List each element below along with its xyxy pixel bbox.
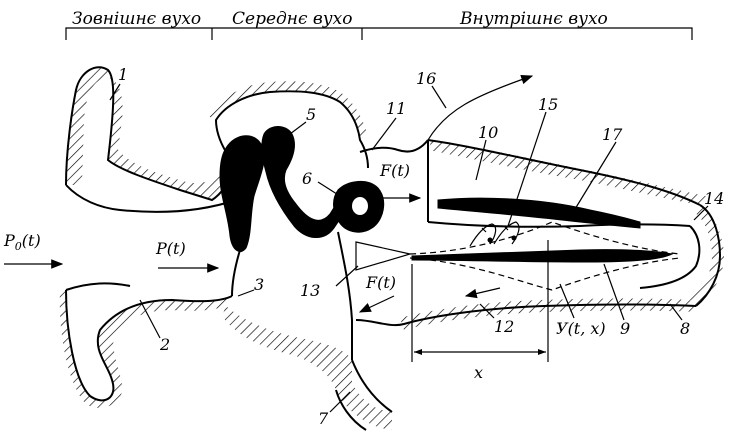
label-15: 15 [538,95,558,114]
hair-cell-2 [512,236,517,241]
u-label: У(t, x) [556,319,606,338]
leader-5 [290,122,306,134]
f-lower-arrow [360,296,394,312]
basilar-membrane [412,250,672,262]
leader-16 [432,86,446,108]
f-lower-label: F(t) [365,273,396,292]
p0-label: P0(t) [3,231,41,253]
p0-main: P [3,231,15,250]
round-window [356,242,410,270]
malleus [220,136,264,252]
middle-cavity-floor [338,232,352,360]
header-outer-ear: Зовнішнє вухо [72,9,201,29]
p0-subscript: 0 [15,240,22,253]
header-middle-ear: Середнє вухо [232,9,353,29]
eardrum [232,250,240,296]
label-8: 8 [680,319,690,338]
reissner-membrane [438,198,640,228]
hatch-inner-end [688,205,724,306]
label-9: 9 [620,319,630,338]
label-12: 12 [494,317,514,336]
oval-window-membrane [360,140,428,152]
leader-11 [372,118,396,150]
leader-9 [604,264,624,320]
x-label: x [474,363,483,382]
wave-lower [410,258,680,290]
middle-ear [216,91,410,430]
leader-3 [238,290,254,296]
leader-6 [318,182,340,196]
label-2: 2 [159,335,170,354]
label-7: 7 [318,409,329,428]
label-5: 5 [306,105,316,124]
label-10: 10 [478,123,498,142]
stapes-footplate-hole [352,197,368,215]
hatch-canal-floor [222,306,392,430]
label-17: 17 [602,125,623,144]
label-14: 14 [704,189,724,208]
label-16: 16 [416,69,436,88]
p0-argument: (t) [22,231,41,250]
canal-lower-wall [66,283,130,290]
label-6: 6 [302,169,312,188]
label-1: 1 [118,65,128,84]
f-upper-label: F(t) [379,161,410,180]
p-label: P(t) [155,239,186,258]
hatch-middle-roof [208,81,368,136]
flow-back-arrow [466,288,500,296]
section-bracket [66,28,692,40]
section-headers: Зовнішнє вухо Середнє вухо Внутрішнє вух… [66,9,692,40]
hatch-inner-roof [428,140,706,205]
hair-cell-1 [488,238,493,243]
label-4: 4 [233,205,244,224]
label-3: 3 [254,275,264,294]
label-11: 11 [386,99,406,118]
arrows [4,76,606,312]
header-inner-ear: Внутрішнє вухо [459,9,608,29]
label-13: 13 [300,281,320,300]
